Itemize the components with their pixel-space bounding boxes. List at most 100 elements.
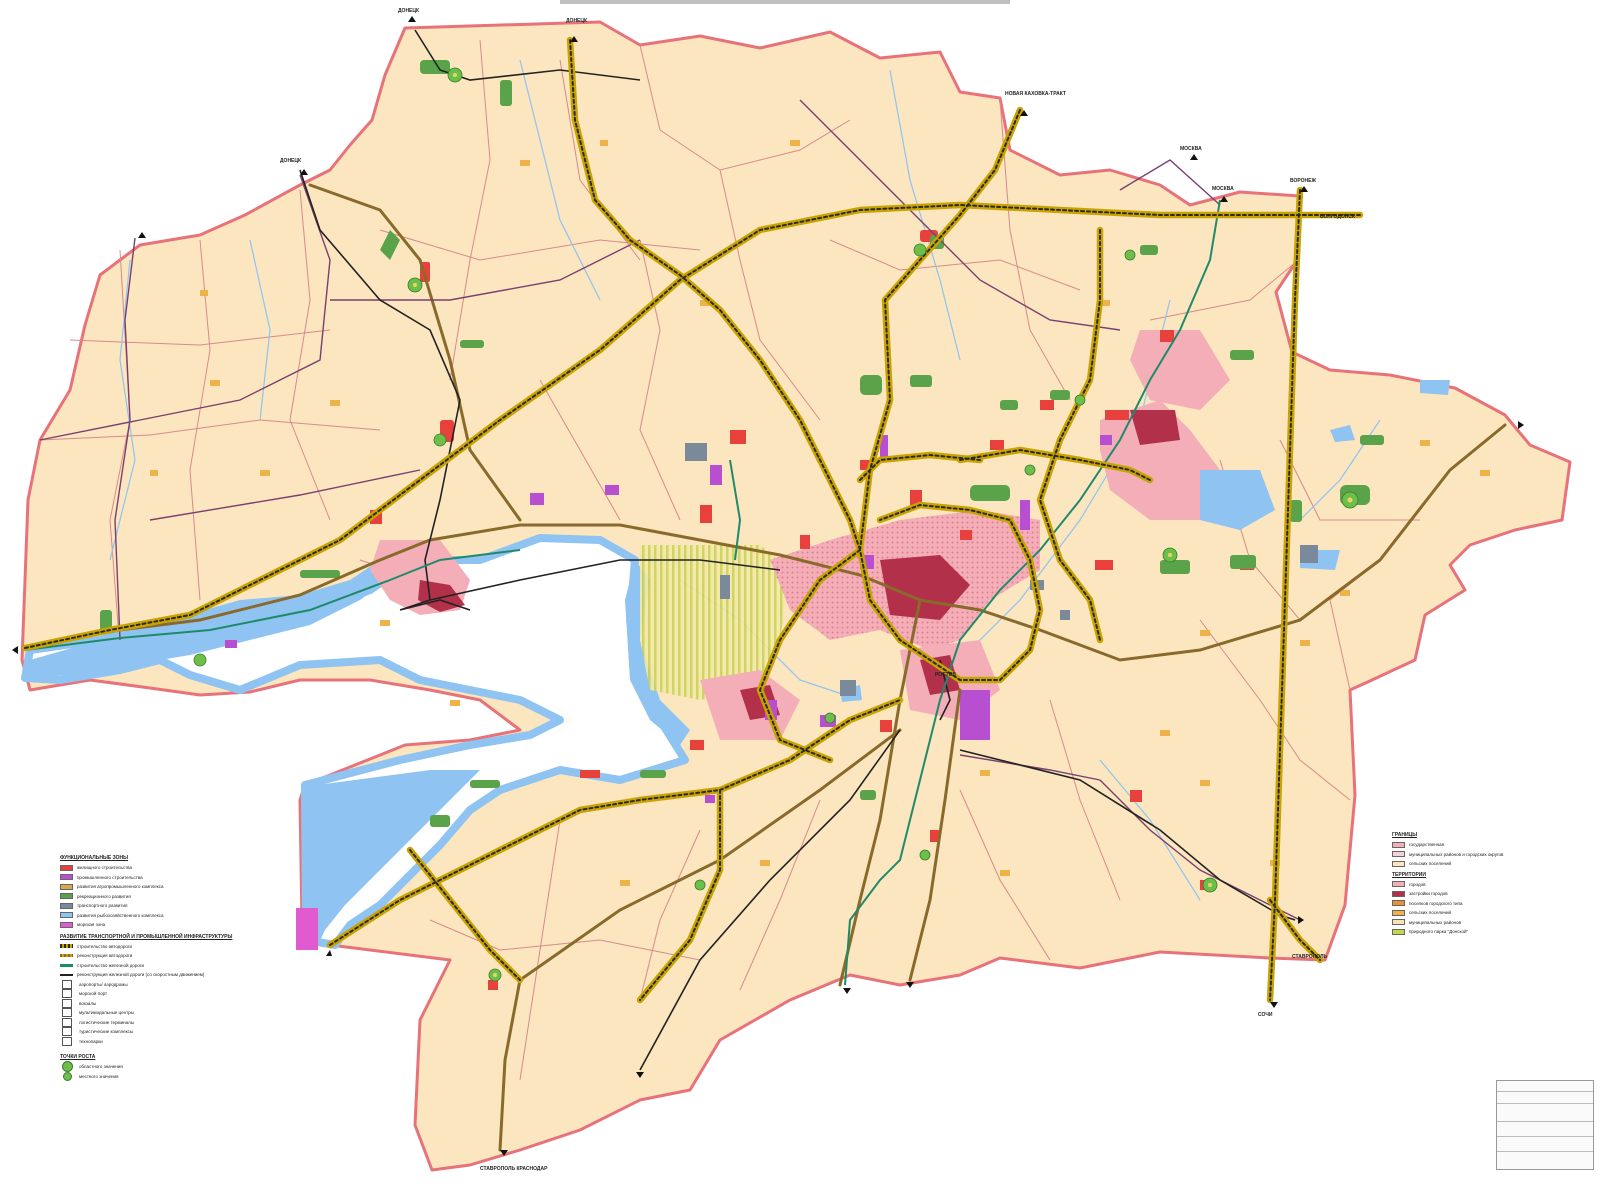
infrastructure-symbol-icon bbox=[62, 1036, 72, 1046]
city-label: МОСКВА bbox=[1212, 186, 1234, 192]
city-label: СОЧИ bbox=[1258, 1012, 1273, 1018]
legend-swatch bbox=[60, 883, 73, 890]
legend-label: вокзалы bbox=[79, 1000, 97, 1006]
legend-swatch bbox=[60, 874, 73, 881]
legend-line bbox=[60, 954, 73, 958]
legend-label: промышленного строительства bbox=[77, 874, 143, 880]
legend-label: застройки городов bbox=[1409, 891, 1448, 897]
legend-label: государственная bbox=[1409, 842, 1445, 848]
legend-item: развития агропромышленного комплекса bbox=[60, 882, 260, 892]
legend-item: реконструкция железной дороги (со скорос… bbox=[60, 970, 260, 980]
legend-label: логистические терминалы bbox=[79, 1019, 134, 1025]
legend-label: морской порт bbox=[79, 991, 108, 997]
legend-label: жилищного строительства bbox=[77, 865, 132, 871]
legend-item: рекреационного развития bbox=[60, 892, 260, 902]
legend-left: ФУНКЦИОНАЛЬНЫЕ ЗОНЫ жилищного строительс… bbox=[60, 855, 260, 1081]
legend-label: развития рыбохозяйственного комплекса bbox=[77, 912, 164, 918]
legend-item: технопарки bbox=[60, 1036, 260, 1047]
legend-label: мультимодальные центры bbox=[79, 1010, 134, 1016]
legend-label: реконструкция железной дороги (со скорос… bbox=[77, 972, 205, 978]
legend-item: туристические комплексы bbox=[60, 1027, 260, 1037]
legend-item: муниципальных районов bbox=[1392, 918, 1552, 928]
legend-item: муниципальных районов и городских округо… bbox=[1392, 850, 1552, 860]
legend-title-territories: ТЕРРИТОРИИ bbox=[1392, 871, 1426, 878]
legend-item: поселков городского типа bbox=[1392, 899, 1552, 909]
legend-label: городов bbox=[1409, 881, 1426, 887]
sea-bay bbox=[302, 770, 480, 945]
secondary-roads bbox=[39, 99, 1301, 921]
city-label: СТАВРОПОЛЬ КРАСНОДАР bbox=[480, 1166, 548, 1172]
legend-swatch bbox=[60, 902, 73, 909]
legend-item: морской порт bbox=[60, 989, 260, 999]
agro-zone bbox=[640, 545, 790, 700]
road-exit-arrows bbox=[12, 16, 1524, 1156]
legend-item: морская зона bbox=[60, 920, 260, 930]
legend-label: реконструкция автодороги bbox=[77, 953, 133, 959]
legend-swatch bbox=[60, 912, 73, 919]
legend-label: рекреационного развития bbox=[77, 893, 131, 899]
legend-item: транспортного развития bbox=[60, 901, 260, 911]
city-label: НОВАЯ КАХОВКА-ТРАКТ bbox=[1005, 91, 1066, 97]
legend-item: аэропорты/ аэродромы bbox=[60, 979, 260, 990]
legend-swatch bbox=[1392, 841, 1405, 848]
legend-item: реконструкция автодороги bbox=[60, 951, 260, 961]
infrastructure-symbol-icon bbox=[62, 1017, 72, 1027]
legend-label: сельских поселений bbox=[1409, 910, 1451, 916]
legend-label: развития агропромышленного комплекса bbox=[77, 884, 164, 890]
infrastructure-symbol-icon bbox=[62, 998, 72, 1008]
legend-swatch bbox=[1392, 919, 1405, 926]
legend-label: аэропорты/ аэродромы bbox=[79, 981, 128, 987]
legend-title-transport: РАЗВИТИЕ ТРАНСПОРТНОЙ И ПРОМЫШЛЕННОЙ ИНФ… bbox=[60, 933, 233, 940]
green-railways bbox=[24, 199, 1221, 986]
legend-item: мультимодальные центры bbox=[60, 1008, 260, 1018]
legend-title-growth: ТОЧКИ РОСТА bbox=[60, 1054, 96, 1060]
legend-item: местного значения bbox=[60, 1071, 260, 1082]
legend-line bbox=[60, 973, 73, 976]
legend-swatch bbox=[60, 893, 73, 900]
legend-swatch bbox=[1392, 851, 1405, 858]
title-block-stamp bbox=[1496, 1080, 1594, 1170]
city-label: МОСКВА bbox=[1180, 146, 1202, 152]
sea-zone-marker bbox=[296, 908, 318, 950]
city-label: СТАВРОПОЛЬ bbox=[1292, 954, 1327, 960]
legend-label: сельских поселений bbox=[1409, 861, 1451, 867]
legend-line bbox=[60, 944, 73, 949]
legend-title-borders: ГРАНИЦЫ bbox=[1392, 832, 1418, 838]
legend-swatch bbox=[1392, 890, 1405, 897]
legend-item: государственная bbox=[1392, 840, 1552, 850]
legend-swatch bbox=[1392, 860, 1405, 867]
legend-label: строительство автодороги bbox=[77, 943, 133, 949]
infrastructure-symbol-icon bbox=[62, 989, 72, 999]
legend-label: строительство железной дороги bbox=[77, 962, 145, 968]
legend-label: муниципальных районов и городских округо… bbox=[1409, 851, 1504, 857]
highways bbox=[21, 36, 1364, 1004]
arterial-roads bbox=[23, 183, 1507, 1152]
city-label: ВОЛГОДОНСК bbox=[1320, 214, 1356, 220]
city-labels: ДОНЕЦК ДОНЕЦК НОВАЯ КАХОВКА-ТРАКТ ДОНЕЦК… bbox=[280, 8, 1356, 1172]
growth-point-icon bbox=[63, 1071, 72, 1081]
city-label: ДОНЕЦК bbox=[280, 158, 302, 164]
legend-item: логистические терминалы bbox=[60, 1017, 260, 1028]
legend-title-zones: ФУНКЦИОНАЛЬНЫЕ ЗОНЫ bbox=[60, 855, 129, 861]
legend-label: местного значения bbox=[79, 1073, 119, 1079]
legend-label: транспортного развития bbox=[77, 903, 128, 909]
legend-label: областного значения bbox=[79, 1064, 123, 1070]
reservoir-shore bbox=[30, 560, 395, 678]
legend-label: технопарки bbox=[79, 1038, 103, 1044]
infrastructure-symbol-icon bbox=[62, 979, 72, 989]
map-title-bar bbox=[560, 0, 1010, 4]
legend-item: сельских поселений bbox=[1392, 908, 1552, 918]
legend-item: развития рыбохозяйственного комплекса bbox=[60, 911, 260, 921]
legend-item: застройки городов bbox=[1392, 889, 1552, 899]
legend-label: морская зона bbox=[77, 922, 106, 928]
city-label: РОСТОВ bbox=[935, 672, 956, 678]
legend-item: областного значения bbox=[60, 1061, 260, 1073]
legend-item: строительство автодороги bbox=[60, 942, 260, 952]
legend-swatch bbox=[1392, 928, 1405, 935]
legend-right: ГРАНИЦЫ государственная муниципальных рай… bbox=[1392, 832, 1552, 937]
legend-swatch bbox=[1392, 881, 1405, 888]
legend-item: промышленного строительства bbox=[60, 873, 260, 883]
legend-item: сельских поселений bbox=[1392, 859, 1552, 869]
legend-label: природного парка "Донской" bbox=[1409, 929, 1469, 935]
